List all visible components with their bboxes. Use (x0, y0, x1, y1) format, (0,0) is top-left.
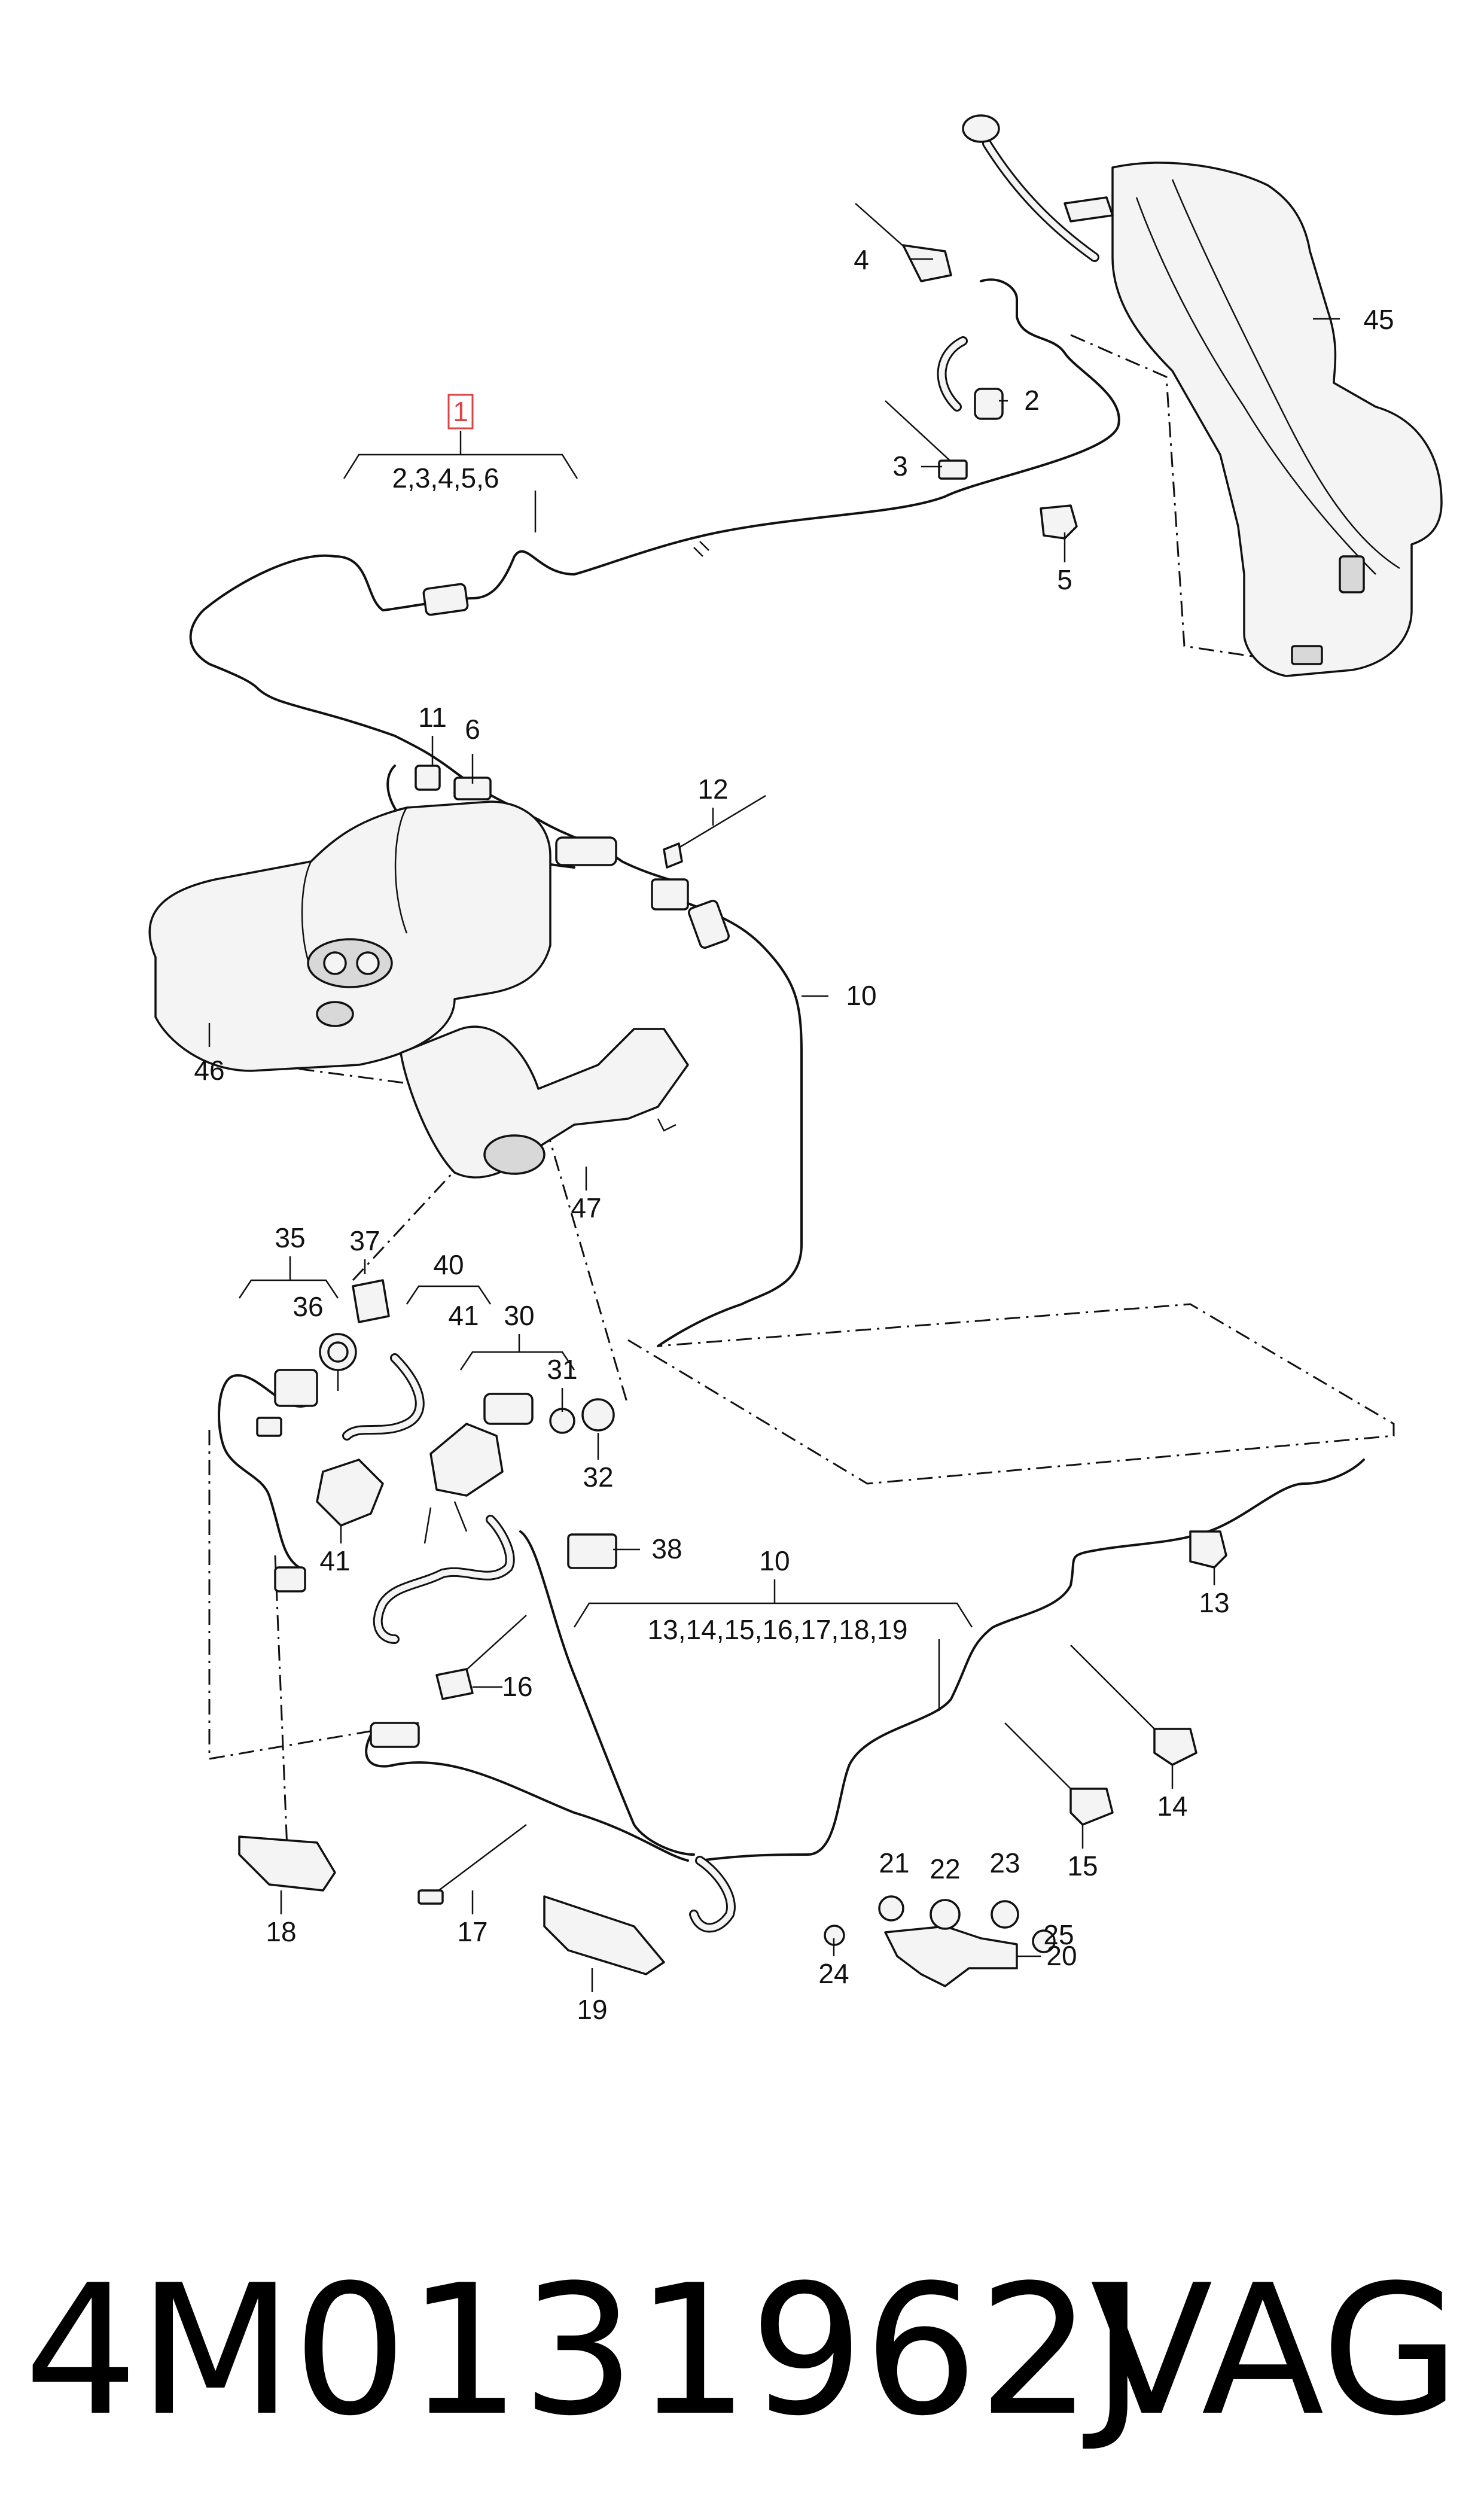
exhaust-pipe-47 (400, 1025, 689, 1179)
part-number: 4M0131962J (24, 2246, 1145, 2455)
callout-21: 21 (879, 1847, 909, 1878)
heated-line-1 (189, 203, 1120, 887)
callout-10a: 10 (846, 980, 876, 1011)
callout-13: 13 (1199, 1587, 1229, 1618)
tank-45 (962, 114, 1443, 677)
callout-19: 19 (577, 1994, 607, 2025)
callout-15: 15 (1067, 1850, 1098, 1881)
callout-10b: 10 (759, 1545, 790, 1576)
callout-32: 32 (583, 1462, 613, 1493)
callout-16: 16 (502, 1671, 532, 1702)
callout-5: 5 (1057, 564, 1072, 595)
callout-36: 36 (292, 1291, 323, 1322)
heated-line-10 (238, 1459, 1365, 1987)
callout-46: 46 (194, 1055, 224, 1086)
leader-lines (208, 258, 1340, 1992)
sensor-group-35 (218, 1279, 425, 1593)
callout-14: 14 (1157, 1791, 1187, 1822)
brand-name: VAG (1090, 2246, 1460, 2455)
callout-30: 30 (504, 1300, 534, 1331)
group-bracket-35 (238, 1256, 339, 1299)
parts-diagram: 1 2,3,4,5,6 4 2 3 5 45 11 6 12 10 46 47 … (148, 114, 1443, 2025)
callout-23: 23 (989, 1847, 1020, 1878)
group-bracket-1 (343, 431, 578, 532)
group-bracket-40 (406, 1285, 492, 1305)
callout-45: 45 (1363, 304, 1394, 335)
callout-41b: 41 (319, 1545, 350, 1576)
group-label-10: 13,14,15,16,17,18,19 (648, 1614, 908, 1645)
footer: 4M0131962J VAG (0, 2225, 1484, 2477)
callout-37: 37 (349, 1225, 380, 1256)
group-bracket-30 (459, 1334, 575, 1371)
callout-40: 40 (433, 1249, 464, 1280)
callout-2: 2 (1024, 385, 1040, 416)
group-bracket-10 (573, 1579, 973, 1711)
callout-4: 4 (854, 244, 869, 275)
highlight-box-1 (447, 394, 474, 430)
sensor-group-30 (423, 1393, 617, 1569)
callout-12: 12 (697, 774, 728, 805)
callout-25: 25 (1043, 1919, 1074, 1950)
callout-11: 11 (418, 702, 447, 733)
callout-38: 38 (651, 1533, 682, 1564)
callout-22: 22 (930, 1853, 960, 1884)
catalytic-converter-46 (148, 800, 551, 1072)
callout-3: 3 (892, 450, 908, 482)
group-label-1: 2,3,4,5,6 (392, 462, 499, 494)
callout-18: 18 (266, 1916, 296, 1947)
callout-47: 47 (571, 1192, 601, 1223)
callout-24: 24 (818, 1958, 849, 1989)
callout-20: 20 (1046, 1940, 1077, 1971)
callout-6: 6 (465, 714, 480, 745)
callout-35: 35 (275, 1222, 305, 1253)
callout-31: 31 (547, 1354, 577, 1385)
callout-1: 1 (453, 396, 468, 427)
callout-17: 17 (457, 1916, 487, 1947)
callout-41a: 41 (448, 1300, 479, 1331)
